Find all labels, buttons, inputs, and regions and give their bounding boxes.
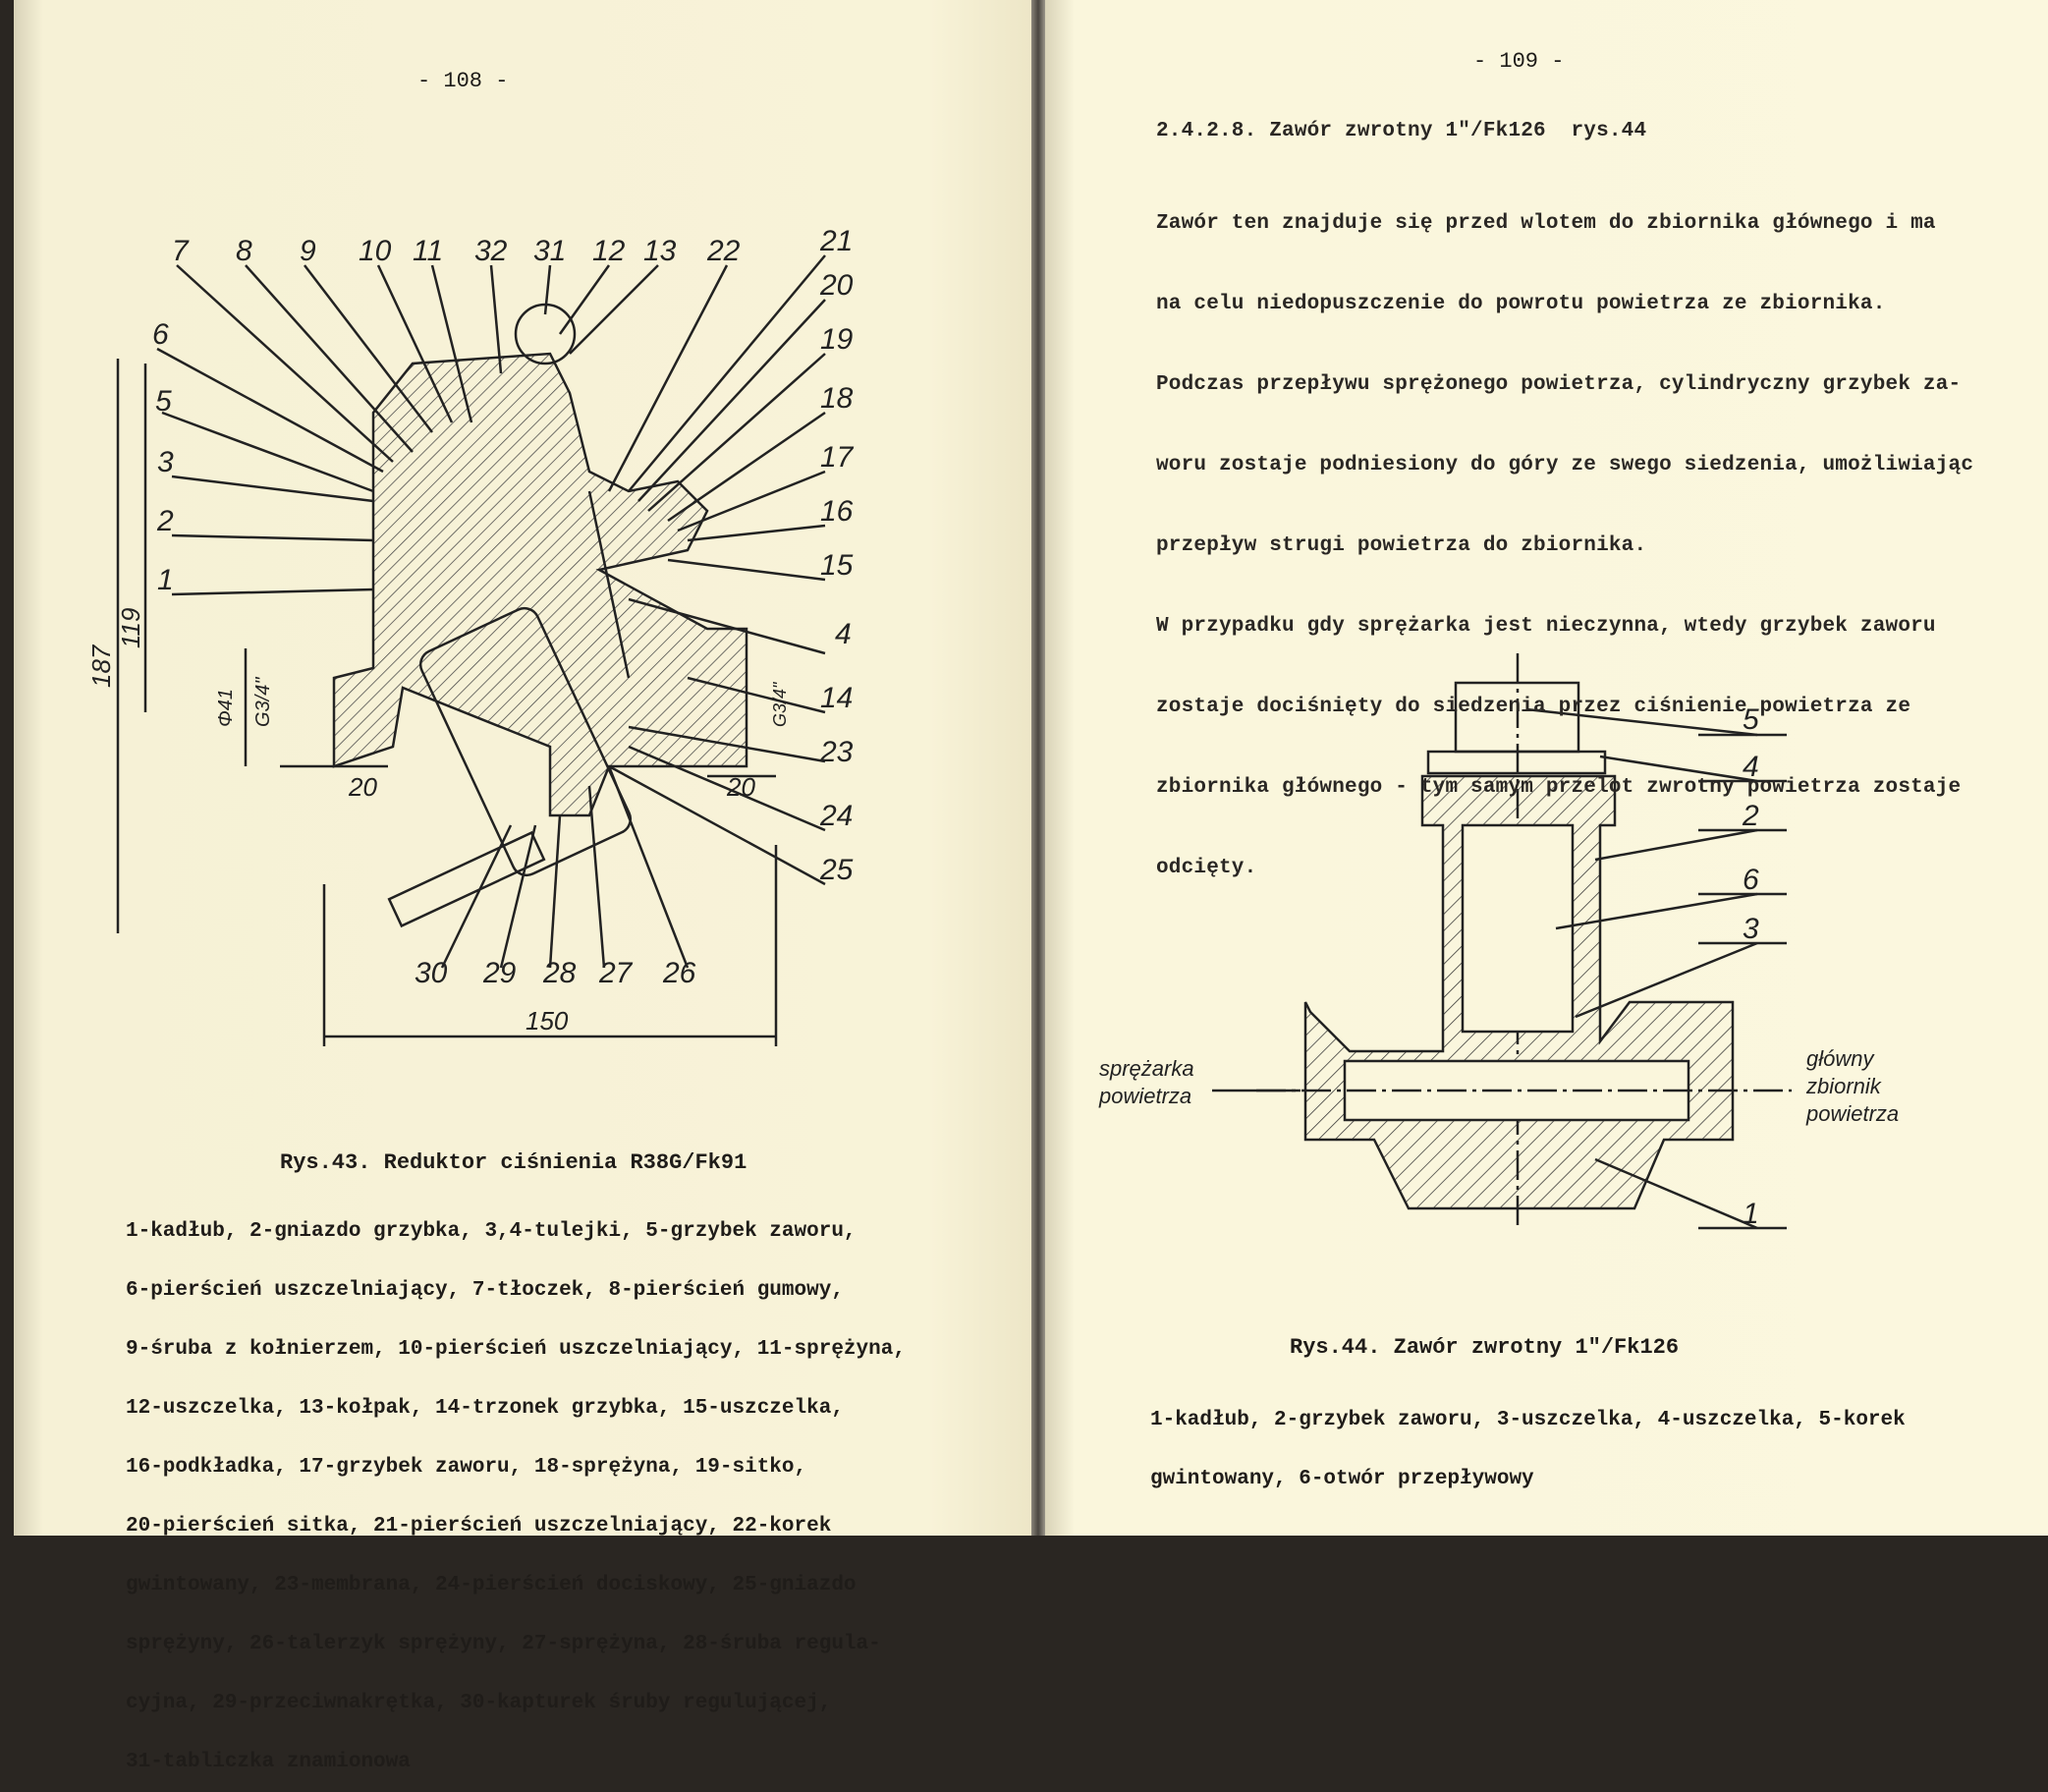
- part-label: 15: [820, 549, 854, 582]
- paragraph-line: przepływ strugi powietrza do zbiornika.: [1156, 534, 1647, 557]
- section-paragraph: Zawór ten znajduje się przed wlotem do z…: [1156, 177, 1973, 920]
- part-label: 20: [819, 269, 854, 302]
- legend-line: 20-pierścień sitka, 21-pierścień uszczel…: [126, 1515, 832, 1538]
- part-label: 21: [819, 225, 853, 257]
- figure-43-caption-title: Rys.43. Reduktor ciśnienia R38G/Fk91: [280, 1150, 747, 1175]
- part-label: 2: [156, 505, 174, 537]
- figure-44-caption-title: Rys.44. Zawór zwrotny 1"/Fk126: [1290, 1335, 1680, 1360]
- dimension-label: G3/4": [770, 681, 790, 727]
- paragraph-line: Podczas przepływu sprężonego powietrza, …: [1156, 373, 1962, 396]
- dimension-label: 20: [726, 772, 755, 802]
- outlet-label: główny: [1806, 1046, 1875, 1071]
- part-label: 25: [819, 854, 854, 886]
- dimension-label: 20: [348, 772, 377, 802]
- part-label: 3: [1743, 913, 1759, 945]
- part-label: 2: [1742, 800, 1759, 832]
- part-label: 18: [820, 382, 854, 415]
- paragraph-line: odcięty.: [1156, 857, 1257, 879]
- outlet-label: powietrza: [1805, 1101, 1899, 1126]
- part-label: 23: [819, 736, 854, 768]
- page-number-right: - 109 -: [1473, 49, 1565, 74]
- legend-line: 12-uszczelka, 13-kołpak, 14-trzonek grzy…: [126, 1397, 844, 1420]
- legend-line: 1-kadłub, 2-grzybek zaworu, 3-uszczelka,…: [1150, 1409, 1906, 1431]
- dimension-label: 119: [116, 608, 145, 648]
- part-label: 22: [706, 235, 741, 267]
- outlet-label: zbiornik: [1805, 1074, 1882, 1098]
- part-label: 31: [533, 235, 566, 267]
- part-label: 5: [155, 385, 172, 418]
- paragraph-line: Zawór ten znajduje się przed wlotem do z…: [1156, 212, 1936, 235]
- legend-line: 9-śruba z kołnierzem, 10-pierścień uszcz…: [126, 1338, 906, 1361]
- legend-line: 6-pierścień uszczelniający, 7-tłoczek, 8…: [126, 1279, 844, 1302]
- part-label: 4: [1743, 751, 1759, 783]
- part-label: 10: [359, 235, 392, 267]
- part-label: 12: [592, 235, 626, 267]
- dimension-label: 187: [86, 644, 116, 688]
- part-label: 6: [1743, 864, 1759, 896]
- part-label: 24: [819, 800, 853, 832]
- part-label: 11: [413, 235, 443, 267]
- paragraph-line: woru zostaje podniesiony do góry ze sweg…: [1156, 454, 1974, 476]
- legend-line: cyjna, 29-przeciwnakrętka, 30-kapturek ś…: [126, 1692, 832, 1714]
- part-label: 29: [482, 957, 517, 989]
- dimension-label: G3/4": [252, 677, 274, 727]
- part-label: 7: [172, 235, 190, 267]
- page-number-left: - 108 -: [417, 69, 509, 93]
- check-valve-diagram: 5 4 2 6 3 1 sprężarka powietrza główny z…: [1098, 653, 1899, 1230]
- part-label: 4: [835, 618, 852, 650]
- pressure-reducer-diagram: 7 8 9 10 11 32 31 12 13 22 21 20 19 18 1…: [86, 225, 855, 1046]
- paragraph-line: W przypadku gdy sprężarka jest nieczynna…: [1156, 615, 1936, 638]
- legend-line: gwintowany, 6-otwór przepływowy: [1150, 1468, 1534, 1490]
- part-label: 32: [474, 235, 508, 267]
- part-label: 13: [643, 235, 677, 267]
- part-label: 6: [152, 318, 169, 351]
- legend-line: gwintowany, 23-membrana, 24-pierścień do…: [126, 1574, 857, 1596]
- part-label: 16: [820, 495, 854, 528]
- part-label: 9: [300, 235, 316, 267]
- inlet-label: sprężarka: [1099, 1056, 1194, 1081]
- paragraph-line: zostaje dociśnięty do siedzenia przez ci…: [1156, 696, 1911, 718]
- part-label: 17: [820, 441, 855, 474]
- part-label: 19: [820, 323, 854, 356]
- inlet-label: powietrza: [1098, 1084, 1191, 1108]
- legend-line: 16-podkładka, 17-grzybek zaworu, 18-sprę…: [126, 1456, 807, 1479]
- legend-line: 31-tabliczka znamionowa: [126, 1751, 411, 1773]
- part-label: 30: [415, 957, 448, 989]
- part-label: 26: [662, 957, 696, 989]
- part-label: 1: [157, 564, 174, 596]
- dimension-label: 150: [526, 1006, 569, 1036]
- part-label: 3: [157, 446, 174, 478]
- right-page: [1045, 0, 2048, 1536]
- figure-43-legend: 1-kadłub, 2-gniazdo grzybka, 3,4-tulejki…: [126, 1185, 906, 1792]
- paragraph-line: na celu niedopuszczenie do powrotu powie…: [1156, 293, 1886, 315]
- figure-44-legend: 1-kadłub, 2-grzybek zaworu, 3-uszczelka,…: [1150, 1373, 1906, 1509]
- part-label: 8: [236, 235, 252, 267]
- section-heading: 2.4.2.8. Zawór zwrotny 1"/Fk126 rys.44: [1156, 120, 1647, 142]
- part-label: 5: [1743, 703, 1759, 736]
- legend-line: sprężyny, 26-talerzyk sprężyny, 27-spręż…: [126, 1633, 881, 1655]
- legend-line: 1-kadłub, 2-gniazdo grzybka, 3,4-tulejki…: [126, 1220, 857, 1243]
- dimension-label: Φ41: [215, 689, 237, 727]
- part-label: 1: [1743, 1198, 1759, 1230]
- part-label: 28: [542, 957, 577, 989]
- left-page: [14, 0, 1031, 1536]
- part-label: 27: [598, 957, 634, 989]
- paragraph-line: zbiornika głównego - tym samym przelot z…: [1156, 776, 1962, 799]
- book-gutter: [1031, 0, 1045, 1536]
- part-label: 14: [820, 682, 853, 714]
